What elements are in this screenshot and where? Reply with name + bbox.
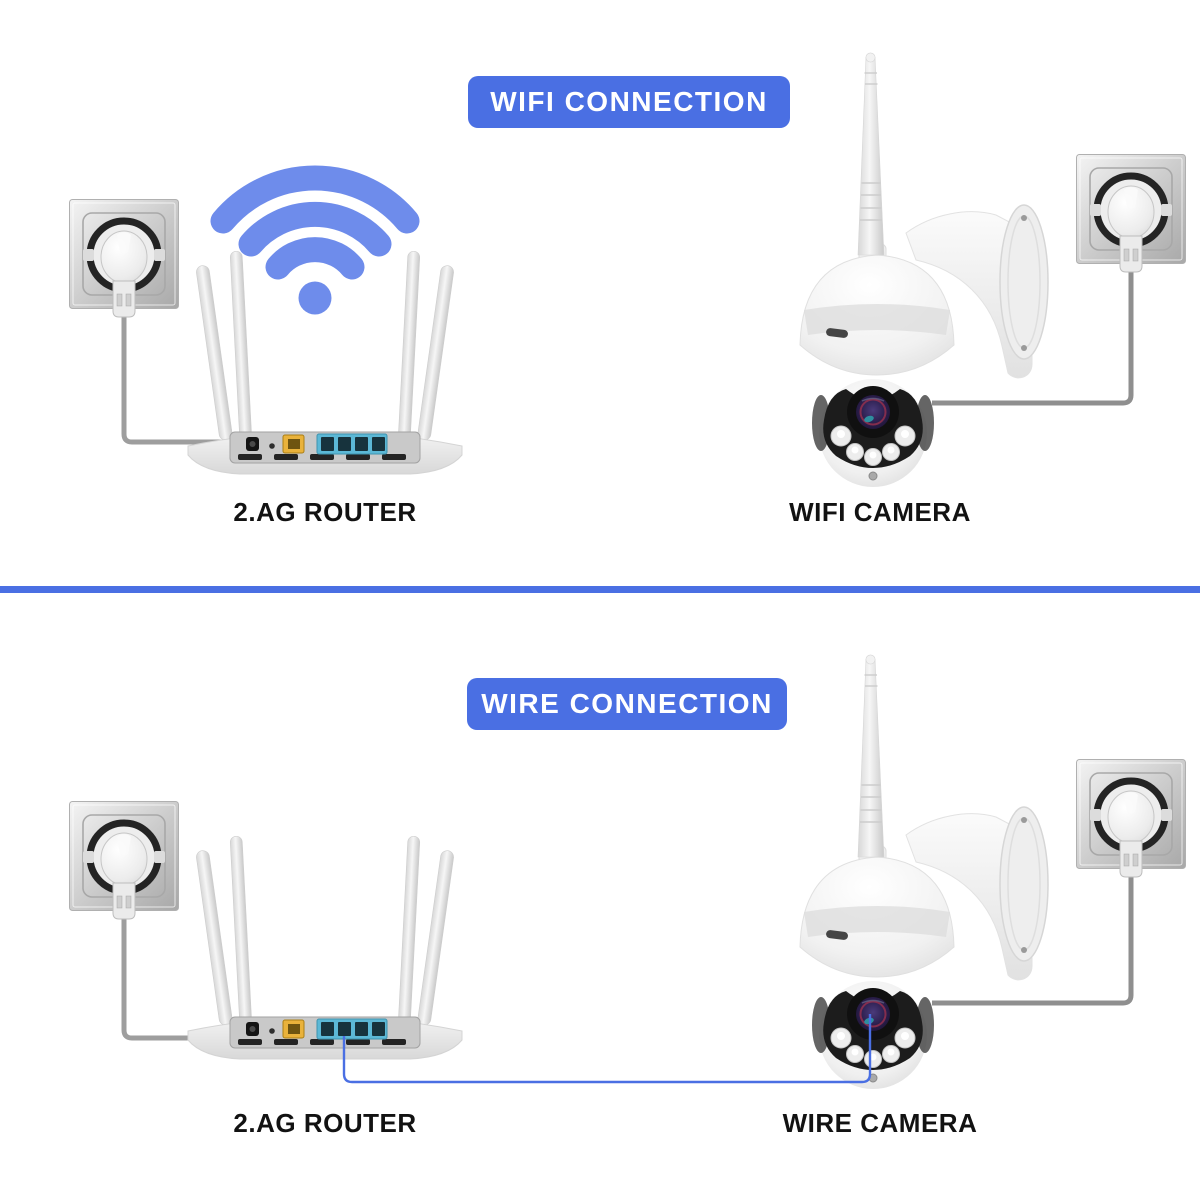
camera-power-cable bbox=[932, 865, 1134, 1006]
ptz-camera-icon bbox=[799, 51, 1049, 489]
camera-label: WIRE CAMERA bbox=[782, 1108, 978, 1138]
router-label: 2.AG ROUTER bbox=[233, 1108, 417, 1138]
power-cables bbox=[121, 865, 1134, 1041]
camera-label: WIFI CAMERA bbox=[789, 497, 971, 527]
wire-connection-banner: WIRE CONNECTION bbox=[467, 678, 787, 730]
ethernet-wire bbox=[342, 1014, 872, 1084]
wifi-signal-icon bbox=[210, 165, 420, 315]
banner-label: WIFI CONNECTION bbox=[490, 86, 768, 117]
router-power-cable bbox=[121, 908, 300, 1041]
router-label: 2.AG ROUTER bbox=[233, 497, 417, 527]
power-outlet-icon bbox=[1075, 153, 1187, 288]
power-cables bbox=[121, 260, 1134, 445]
wireless-router-icon bbox=[187, 250, 463, 475]
camera-power-cable bbox=[932, 260, 1134, 406]
router-power-cable bbox=[121, 305, 300, 445]
wifi-connection-section: WIFI CONNECTION 2.AG ROUTER WIFI CAMERA bbox=[0, 0, 1200, 586]
wire-connection-section: WIRE CONNECTION 2.AG ROUTER WIRE CAMERA bbox=[0, 593, 1200, 1200]
lan-to-camera-wire bbox=[342, 1014, 872, 1084]
section-divider bbox=[0, 586, 1200, 593]
power-outlet-icon bbox=[68, 198, 180, 333]
wifi-connection-banner: WIFI CONNECTION bbox=[468, 76, 790, 128]
banner-label: WIRE CONNECTION bbox=[481, 688, 773, 719]
